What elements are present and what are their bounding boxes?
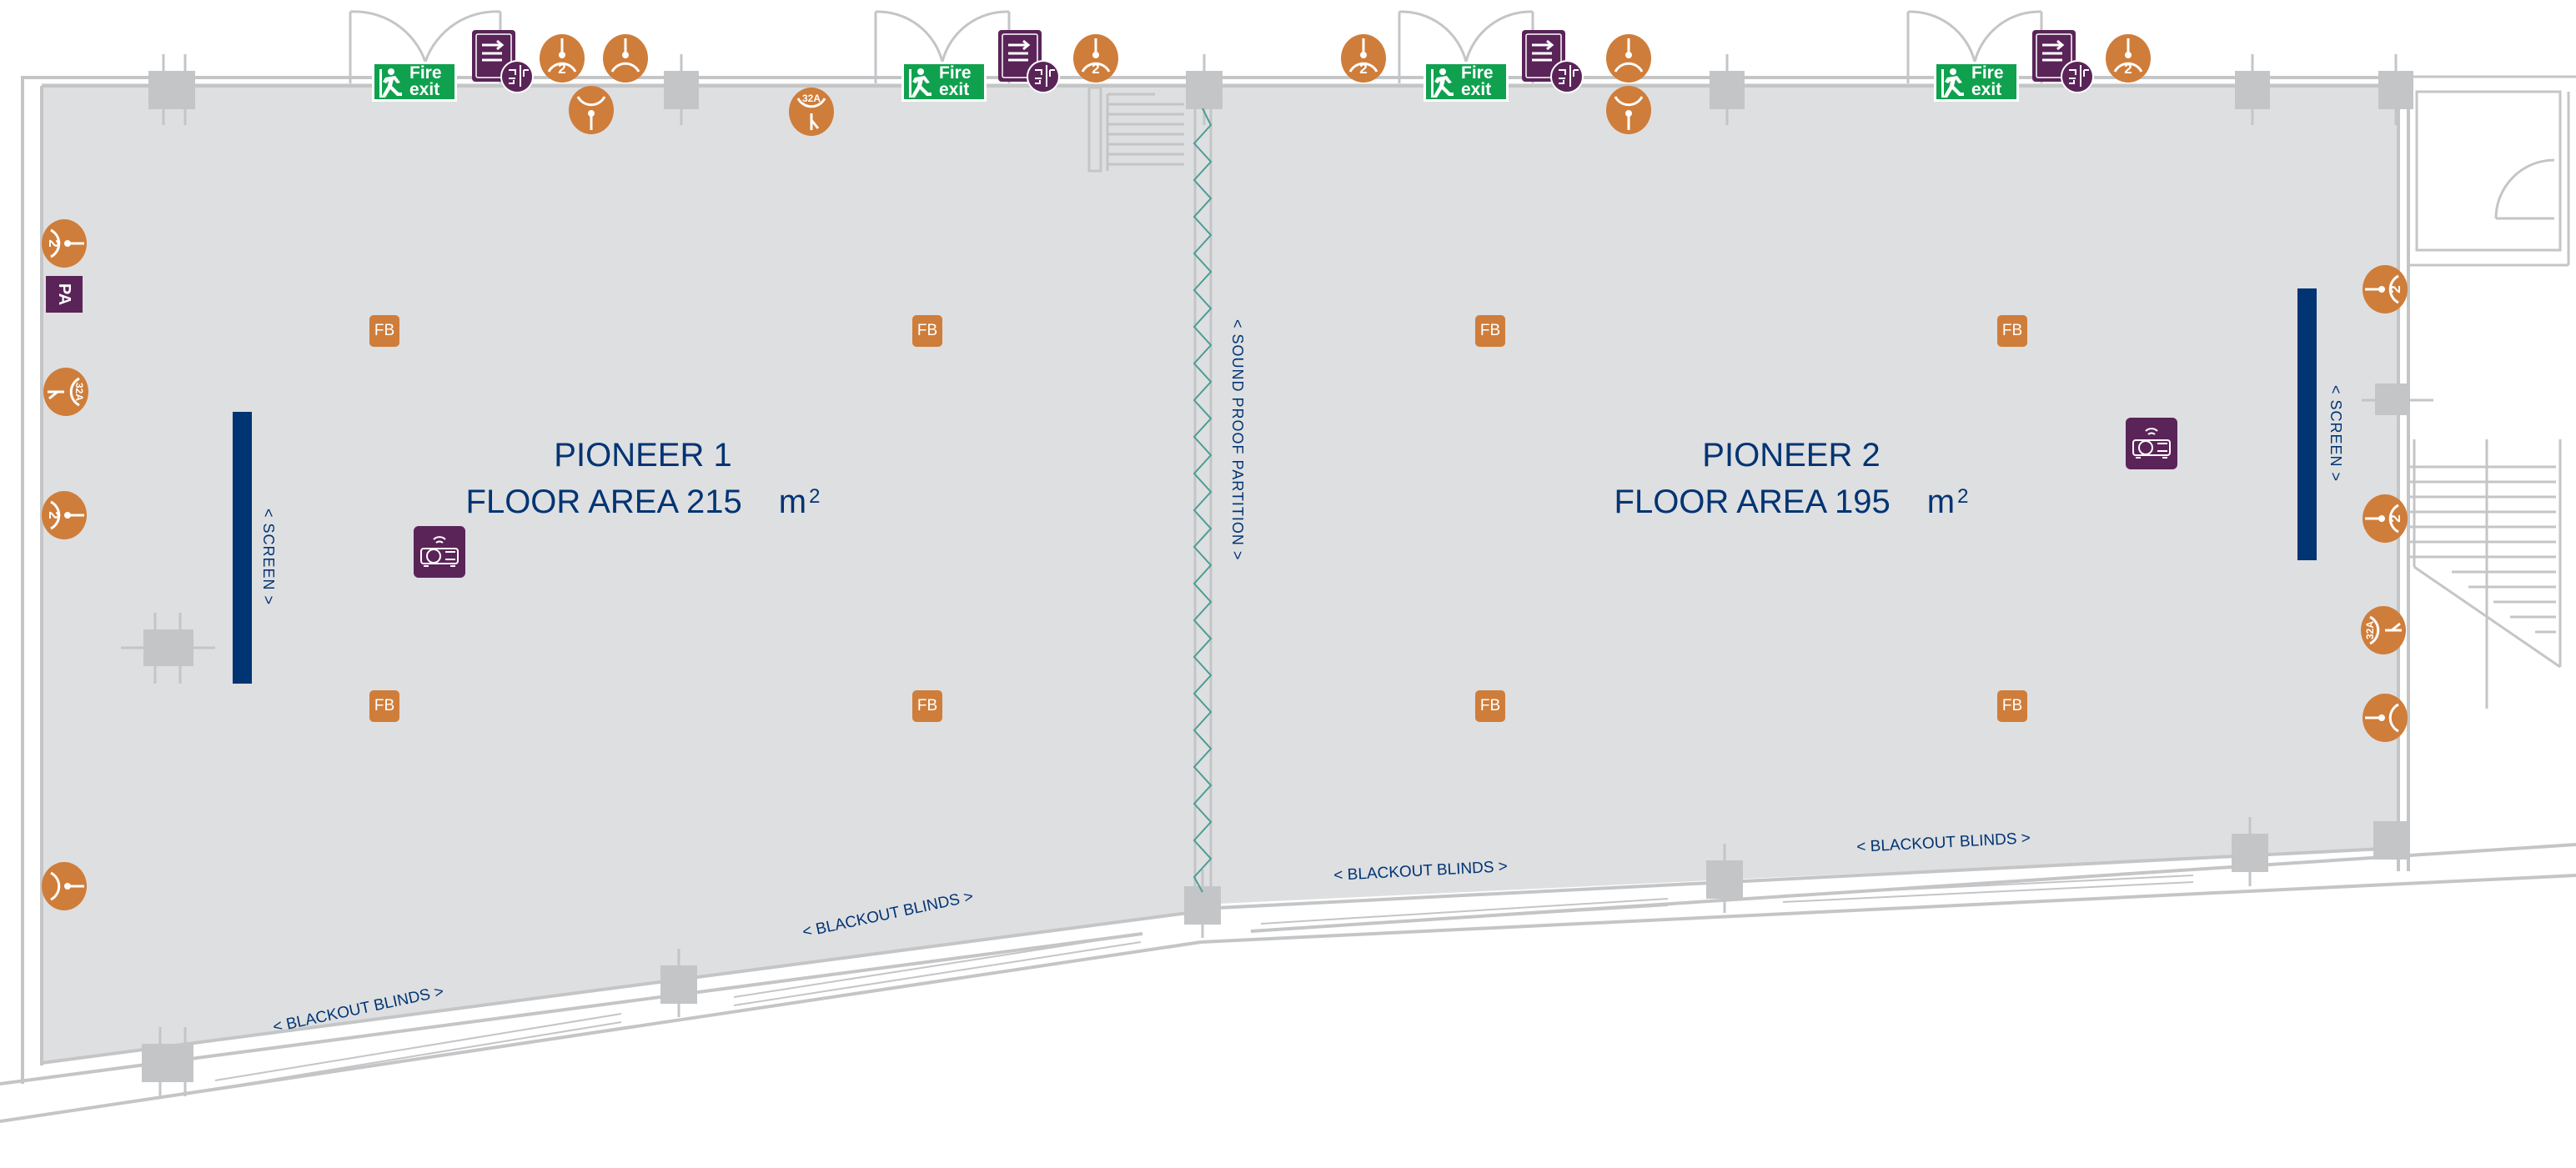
area-exponent: 2	[1957, 485, 1969, 508]
socket-label: 2	[1092, 61, 1099, 77]
running-man-icon	[1941, 68, 1964, 98]
socket-label: 32A	[802, 93, 821, 104]
running-man-icon	[1431, 68, 1454, 98]
single-power-socket-icon[interactable]	[1604, 85, 1653, 135]
floor-box-icon[interactable]: FB	[912, 690, 942, 722]
wireless-projector-icon[interactable]	[2126, 418, 2177, 469]
32a-power-socket-icon[interactable]: 32A	[2359, 605, 2408, 655]
pioneer-1-floor[interactable]	[42, 83, 1201, 1063]
fire-exit-text: exit	[1461, 80, 1492, 99]
pioneer-1-name: PIONEER 1	[554, 437, 732, 474]
double-power-socket-icon[interactable]: 2	[538, 33, 586, 83]
area-unit: m	[778, 484, 807, 520]
socket-label: 2	[2124, 61, 2132, 77]
floor-box-icon[interactable]: FB	[1997, 690, 2027, 722]
fire-exit-text: Fire	[409, 63, 442, 83]
socket-label: 2	[2388, 285, 2403, 293]
area-unit: m	[1926, 484, 1956, 520]
data-network-icon[interactable]	[2031, 28, 2097, 95]
fire-exit-text: exit	[1971, 80, 2002, 99]
pioneer-2-name: PIONEER 2	[1702, 437, 1881, 474]
running-man-icon	[909, 68, 931, 98]
partition-label: < SOUND PROOF PARTITION >	[1229, 319, 1246, 561]
32a-power-socket-icon[interactable]: 32A	[787, 87, 836, 137]
area-value: FLOOR AREA 195	[1614, 484, 1891, 520]
socket-label: 2	[1359, 61, 1367, 77]
single-power-socket-icon[interactable]	[601, 33, 650, 83]
socket-label: 2	[2388, 514, 2403, 522]
32a-power-socket-icon[interactable]: 32A	[42, 367, 90, 417]
floor-box-icon[interactable]: FB	[369, 690, 399, 722]
screen-label-pioneer-1: < SCREEN >	[260, 509, 277, 606]
double-power-socket-icon[interactable]: 2	[2104, 33, 2152, 83]
fire-exit-text: Fire	[1461, 63, 1494, 83]
double-power-socket-icon[interactable]: 2	[40, 218, 88, 268]
floor-box-icon[interactable]: FB	[1475, 690, 1505, 722]
double-power-socket-icon[interactable]: 2	[40, 490, 88, 540]
wireless-projector-icon[interactable]	[414, 526, 465, 578]
floor-box-icon[interactable]: FB	[1475, 315, 1505, 347]
screen-pioneer-1[interactable]	[233, 412, 252, 684]
data-network-icon[interactable]	[470, 28, 537, 95]
fire-exit-text: exit	[939, 80, 970, 99]
data-network-icon[interactable]	[997, 28, 1063, 95]
double-power-socket-icon[interactable]: 2	[1339, 33, 1388, 83]
fire-exit-text: Fire	[939, 63, 972, 83]
screen-pioneer-2[interactable]	[2297, 288, 2317, 560]
area-exponent: 2	[809, 485, 821, 508]
double-power-socket-icon[interactable]: 2	[2361, 264, 2409, 314]
sound-proof-partition	[1193, 108, 1213, 893]
socket-label: 2	[558, 61, 565, 77]
area-value: FLOOR AREA 215	[465, 484, 742, 520]
fire-exit-text: exit	[409, 80, 440, 99]
single-power-socket-icon[interactable]	[1604, 33, 1653, 83]
data-network-icon[interactable]	[1520, 28, 1587, 95]
single-power-socket-icon[interactable]	[567, 85, 615, 135]
screen-label-pioneer-2: < SCREEN >	[2327, 385, 2344, 483]
floor-box-icon[interactable]: FB	[912, 315, 942, 347]
single-power-socket-icon[interactable]	[2361, 693, 2409, 743]
floor-box-icon[interactable]: FB	[1997, 315, 2027, 347]
fire-exit-text: Fire	[1971, 63, 2004, 83]
socket-label: 2	[46, 511, 62, 519]
floor-box-icon[interactable]: FB	[369, 315, 399, 347]
socket-label: 32A	[73, 383, 85, 401]
double-power-socket-icon[interactable]: 2	[2361, 494, 2409, 544]
double-power-socket-icon[interactable]: 2	[1072, 33, 1120, 83]
pa-system-icon[interactable]: PA	[46, 276, 83, 313]
socket-label: 2	[46, 239, 62, 247]
socket-label: 32A	[2364, 621, 2376, 639]
single-power-socket-icon[interactable]	[40, 861, 88, 911]
running-man-icon	[379, 68, 402, 98]
